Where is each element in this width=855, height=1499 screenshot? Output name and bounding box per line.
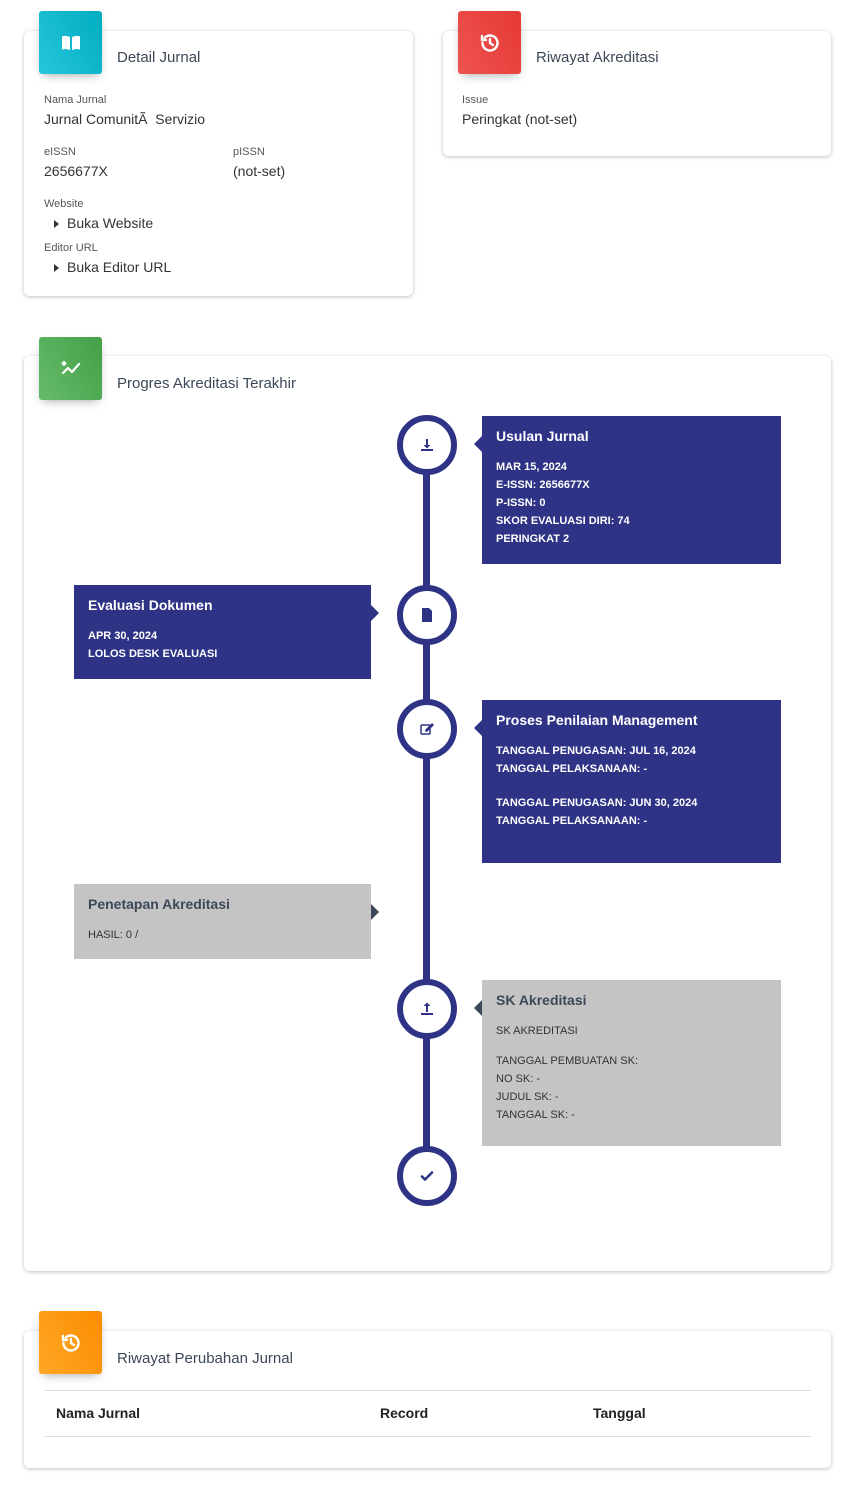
detail-jurnal-card: [24, 31, 413, 296]
step-line: TANGGAL PELAKSANAAN: -: [496, 815, 648, 827]
step-usulan-jurnal: Usulan Jurnal MAR 15, 2024 E-ISSN: 26566…: [474, 416, 781, 564]
step-line: P-ISSN: 0: [496, 497, 546, 509]
upload-icon: [397, 979, 457, 1039]
step-title: Usulan Jurnal: [496, 428, 589, 444]
issue-value: Peringkat (not-set): [462, 111, 578, 127]
step-line: TANGGAL PENUGASAN: JUN 30, 2024: [496, 797, 698, 809]
step-title: Penetapan Akreditasi: [88, 896, 230, 912]
website-link-text: Buka Website: [67, 215, 154, 231]
nama-jurnal-label: Nama Jurnal: [44, 94, 107, 106]
riwayat-perubahan-card: [24, 1331, 831, 1468]
step-line: NO SK: -: [496, 1073, 541, 1085]
column-tanggal: Tanggal: [593, 1405, 646, 1421]
panel-arrow: [474, 436, 482, 452]
check-icon: [397, 1146, 457, 1206]
step-line: TANGGAL PENUGASAN: JUL 16, 2024: [496, 745, 696, 757]
history-icon: [458, 11, 521, 74]
step-proses-penilaian: Proses Penilaian Management TANGGAL PENU…: [474, 700, 781, 863]
detail-jurnal-title: Detail Jurnal: [117, 49, 201, 66]
step-line: TANGGAL PELAKSANAAN: -: [496, 763, 648, 775]
table-header: Nama Jurnal Record Tanggal: [44, 1390, 811, 1437]
caret-right-icon: [54, 220, 59, 228]
issue-label: Issue: [462, 94, 489, 106]
step-line: SKOR EVALUASI DIRI: 74: [496, 515, 630, 527]
progres-akreditasi-title: Progres Akreditasi Terakhir: [117, 375, 296, 392]
editor-url-label: Editor URL: [44, 242, 98, 254]
edit-icon: [397, 699, 457, 759]
step-line: SK AKREDITASI: [496, 1025, 578, 1037]
step-line: E-ISSN: 2656677X: [496, 479, 590, 491]
column-record: Record: [380, 1405, 429, 1421]
download-icon: [397, 415, 457, 475]
step-title: Evaluasi Dokumen: [88, 597, 213, 613]
timeline-line: [423, 445, 430, 1177]
editor-url-link[interactable]: Buka Editor URL: [54, 259, 171, 275]
step-title: Proses Penilaian Management: [496, 712, 698, 728]
eissn-value: 2656677X: [44, 163, 108, 179]
eissn-label: eISSN: [44, 146, 76, 158]
website-link[interactable]: Buka Website: [54, 215, 153, 231]
panel-arrow: [474, 1000, 482, 1016]
history-icon: [39, 1311, 102, 1374]
step-line: JUDUL SK: -: [496, 1091, 559, 1103]
editor-url-link-text: Buka Editor URL: [67, 259, 172, 275]
panel-arrow: [371, 605, 379, 621]
step-line: MAR 15, 2024: [496, 461, 567, 473]
panel-arrow: [474, 720, 482, 736]
nama-jurnal-value: Jurnal ComunitÃ Servizio: [44, 111, 206, 127]
step-line: HASIL: 0 /: [88, 929, 139, 941]
book-open-icon: [39, 11, 102, 74]
riwayat-perubahan-title: Riwayat Perubahan Jurnal: [117, 1350, 293, 1367]
step-line: APR 30, 2024: [88, 630, 158, 642]
caret-right-icon: [54, 264, 59, 272]
website-label: Website: [44, 198, 84, 210]
trend-icon: [39, 337, 102, 400]
step-line: TANGGAL PEMBUATAN SK:: [496, 1055, 639, 1067]
step-line: PERINGKAT 2: [496, 533, 570, 545]
step-line: LOLOS DESK EVALUASI: [88, 648, 218, 660]
riwayat-akreditasi-title: Riwayat Akreditasi: [536, 49, 659, 66]
step-evaluasi-dokumen: Evaluasi Dokumen APR 30, 2024 LOLOS DESK…: [74, 585, 379, 679]
step-penetapan-akreditasi: Penetapan Akreditasi HASIL: 0 /: [74, 884, 379, 959]
column-nama-jurnal: Nama Jurnal: [56, 1405, 141, 1421]
step-line: TANGGAL SK: -: [496, 1109, 575, 1121]
panel-arrow: [371, 904, 379, 920]
pissn-value: (not-set): [233, 163, 286, 179]
step-sk-akreditasi: SK Akreditasi SK AKREDITASI TANGGAL PEMB…: [474, 980, 781, 1146]
step-title: SK Akreditasi: [496, 992, 587, 1008]
pissn-label: pISSN: [233, 146, 265, 158]
file-icon: [397, 585, 457, 645]
